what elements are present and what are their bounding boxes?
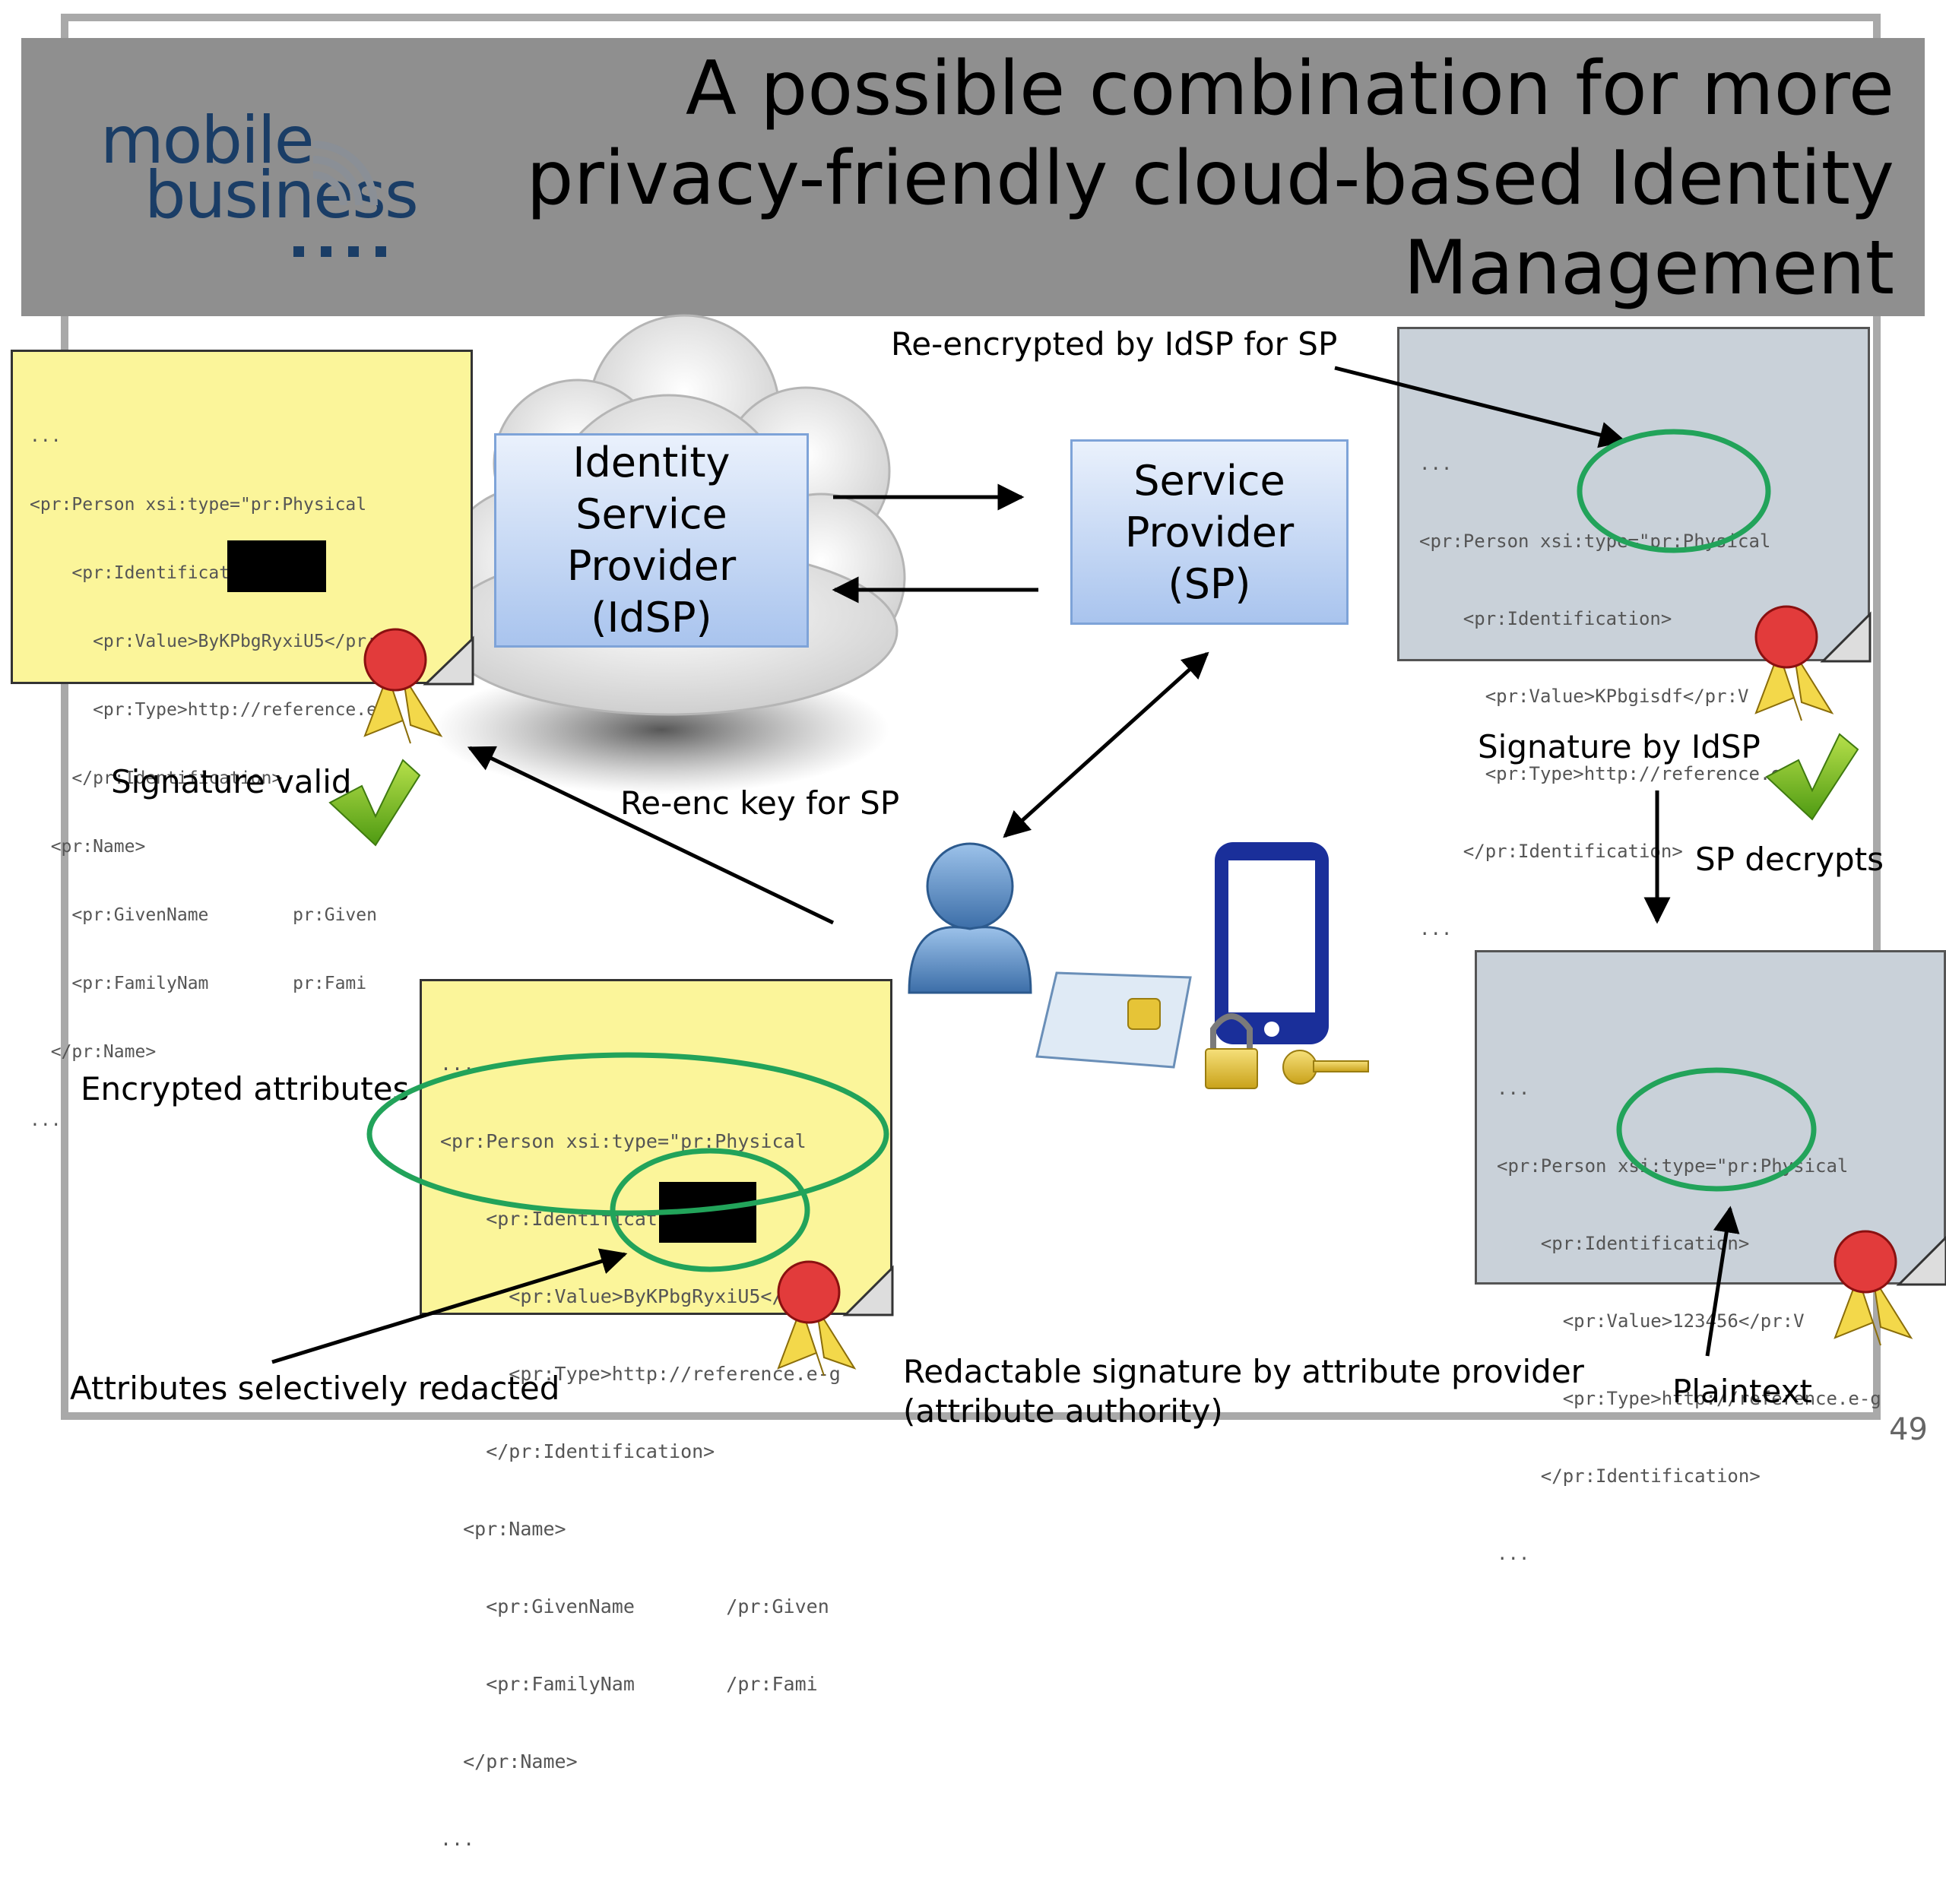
seal-icon (1833, 1230, 1913, 1346)
code-line: <pr:Type>http://reference.e-g (440, 1363, 841, 1385)
sp-line3: (SP) (1168, 560, 1251, 608)
label-redactable-line1: Redactable signature by attribute provid… (903, 1353, 1584, 1390)
code-line: </pr:Identification> (1419, 841, 1683, 862)
checkmark-icon (1765, 733, 1859, 821)
slide-title: A possible combination for more privacy-… (526, 46, 1894, 312)
label-plaintext: Plaintext (1672, 1373, 1812, 1410)
code-line: ... (1497, 1543, 1530, 1564)
arrow-plaintext (1705, 1205, 1740, 1357)
doc-bottom-right: ... <pr:Person xsi:type="pr:Physical <pr… (1475, 950, 1946, 1564)
idsp-box: Identity Service Provider (IdSP) (494, 433, 809, 648)
label-signature-valid: Signature valid (111, 763, 352, 800)
idsp-line1: Identity (572, 439, 731, 486)
mobile-business-logo: mobile business (100, 106, 420, 274)
code-line: <pr:GivenName pr:Given (30, 905, 377, 925)
label-encrypted-attributes: Encrypted attributes (81, 1070, 410, 1107)
code-line: <pr:Type>http://reference.e-g (1419, 763, 1804, 784)
code-line: <pr:Identification> (1419, 608, 1672, 629)
code-line: <pr:Value>ByKPbgRyxiU5</pr:V (30, 632, 388, 651)
slide-frame (61, 14, 1881, 1420)
highlight-ellipse-value (1577, 429, 1771, 553)
label-redactable-line2: (attribute authority) (903, 1392, 1223, 1430)
highlight-ellipse-redacted (610, 1148, 810, 1272)
highlight-ellipse-plaintext (1616, 1067, 1817, 1192)
code-line: <pr:FamilyNam /pr:Fami (440, 1673, 818, 1695)
label-reencrypted: Re-encrypted by IdSP for SP (891, 325, 1338, 363)
code-line: <pr:Person xsi:type="pr:Physical (1419, 531, 1771, 552)
code-line: <pr:Name> (30, 837, 146, 857)
sp-line2: Provider (1124, 508, 1295, 556)
doc-top-right: ... <pr:Person xsi:type="pr:Physical <pr… (1397, 327, 1870, 939)
smartphone-icon (1215, 842, 1329, 1044)
sp-box: Service Provider (SP) (1070, 439, 1349, 625)
idsp-line4: (IdSP) (591, 594, 712, 642)
page-number: 49 (1889, 1412, 1928, 1447)
code-line: <pr:Name> (440, 1518, 566, 1540)
code-line: <pr:FamilyNam pr:Fami (30, 974, 367, 993)
doc-top-left-code: ... <pr:Person xsi:type="pr:Physical <pr… (30, 379, 398, 1177)
code-line: <pr:Person xsi:type="pr:Physical (1497, 1155, 1849, 1177)
code-line: </pr:Name> (440, 1750, 578, 1773)
code-line: <pr:Person xsi:type="pr:Physical (440, 1130, 807, 1152)
key-icon (1282, 1050, 1369, 1085)
padlock-icon (1205, 1013, 1258, 1089)
logo-line1: mobile (100, 103, 315, 179)
code-line: </pr:Identification> (1497, 1465, 1761, 1487)
checkmark-icon (328, 759, 421, 847)
diagram-overlay (271, 366, 1946, 1377)
label-sp-decrypts: SP decrypts (1695, 841, 1884, 878)
highlight-ellipse-encrypted (366, 1052, 889, 1216)
sp-line1: Service (1133, 457, 1285, 505)
code-line: ... (30, 1110, 62, 1130)
code-line: <pr:Identification> (1497, 1233, 1750, 1254)
code-line: ... (1419, 918, 1453, 939)
label-signature-idsp: Signature by IdSP (1478, 728, 1761, 765)
code-line: <pr:Type>http://reference.e-g (30, 700, 398, 720)
code-line: ... (30, 426, 62, 446)
smart-card-icon (1035, 971, 1192, 1069)
seal-icon (1754, 605, 1834, 721)
code-line: </pr:Name> (30, 1042, 157, 1062)
label-attributes-redacted: Attributes selectively redacted (70, 1370, 560, 1407)
user-icon (908, 842, 1032, 994)
idsp-line3: Provider (566, 542, 737, 590)
code-line: ... (440, 1828, 475, 1850)
slide-header: A possible combination for more privacy-… (21, 38, 1925, 316)
label-reenc-key: Re-enc key for SP (620, 784, 900, 822)
arrow-sp-user (1003, 651, 1209, 838)
redaction-block (227, 540, 326, 592)
seal-icon (777, 1260, 857, 1377)
arrow-reencrypted (1334, 366, 1627, 448)
arrow-reenc-key (467, 746, 835, 925)
idsp-line2: Service (575, 490, 727, 538)
code-line: ... (1497, 1078, 1530, 1099)
logo-signal-icon (293, 141, 386, 257)
code-line: <pr:Type>http://reference.e-g (1497, 1388, 1881, 1409)
code-line: ... (1419, 453, 1453, 474)
arrow-attributes-redacted (271, 1248, 628, 1364)
code-line: <pr:Person xsi:type="pr:Physical (30, 495, 367, 515)
code-line: </pr:Identification> (440, 1440, 715, 1462)
code-line: <pr:GivenName /pr:Given (440, 1595, 829, 1617)
code-line: <pr:Value>KPbgisdf</pr:V (1419, 686, 1749, 707)
code-line: <pr:Value>123456</pr:V (1497, 1310, 1805, 1332)
doc-top-right-code: ... <pr:Person xsi:type="pr:Physical <pr… (1419, 399, 1804, 993)
seal-icon (363, 628, 443, 744)
code-line: <pr:Value>ByKPbgRyxiU5</pr:V (440, 1285, 829, 1307)
code-line: </pr:Identification> (30, 768, 283, 788)
